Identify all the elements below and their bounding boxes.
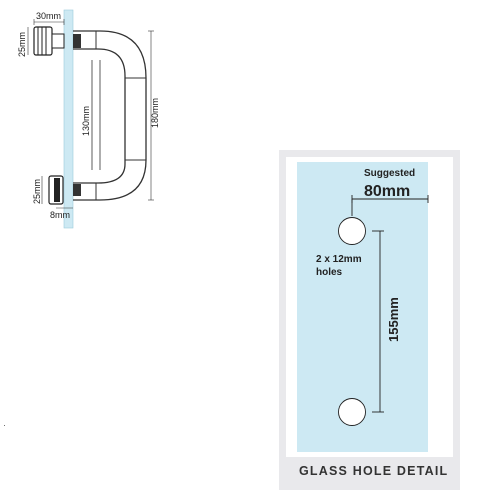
handle-side-view: 30mm 25mm 25mm 8mm 130mm 180mm	[17, 9, 160, 229]
stray-mark: ·	[3, 420, 6, 430]
suggested-value: 80mm	[364, 183, 410, 200]
bottom-hole	[338, 398, 366, 426]
dim-bottom-width: 8mm	[50, 210, 70, 220]
handle-bar-inner	[73, 48, 126, 184]
dim-bottom-height: 25mm	[32, 179, 42, 204]
bottom-mount-knob	[48, 175, 81, 205]
dim-top-height: 25mm	[17, 32, 27, 57]
hole-spacing: 155mm	[386, 297, 401, 342]
dim-inner-length: 130mm	[81, 106, 91, 136]
holes-label-line1: 2 x 12mm	[316, 254, 362, 265]
top-mount-knob	[33, 26, 81, 56]
glass-panel-strip	[63, 9, 74, 229]
top-hole	[338, 217, 366, 245]
holes-label-line2: holes	[316, 267, 343, 278]
suggested-label: Suggested	[364, 168, 415, 179]
dim-top-width: 30mm	[36, 11, 61, 21]
detail-caption: GLASS HOLE DETAIL	[299, 464, 448, 478]
dim-overall-length: 180mm	[150, 98, 160, 128]
glass-hole-detail: Suggested 80mm 2 x 12mm holes 155mm GLAS…	[279, 150, 460, 490]
